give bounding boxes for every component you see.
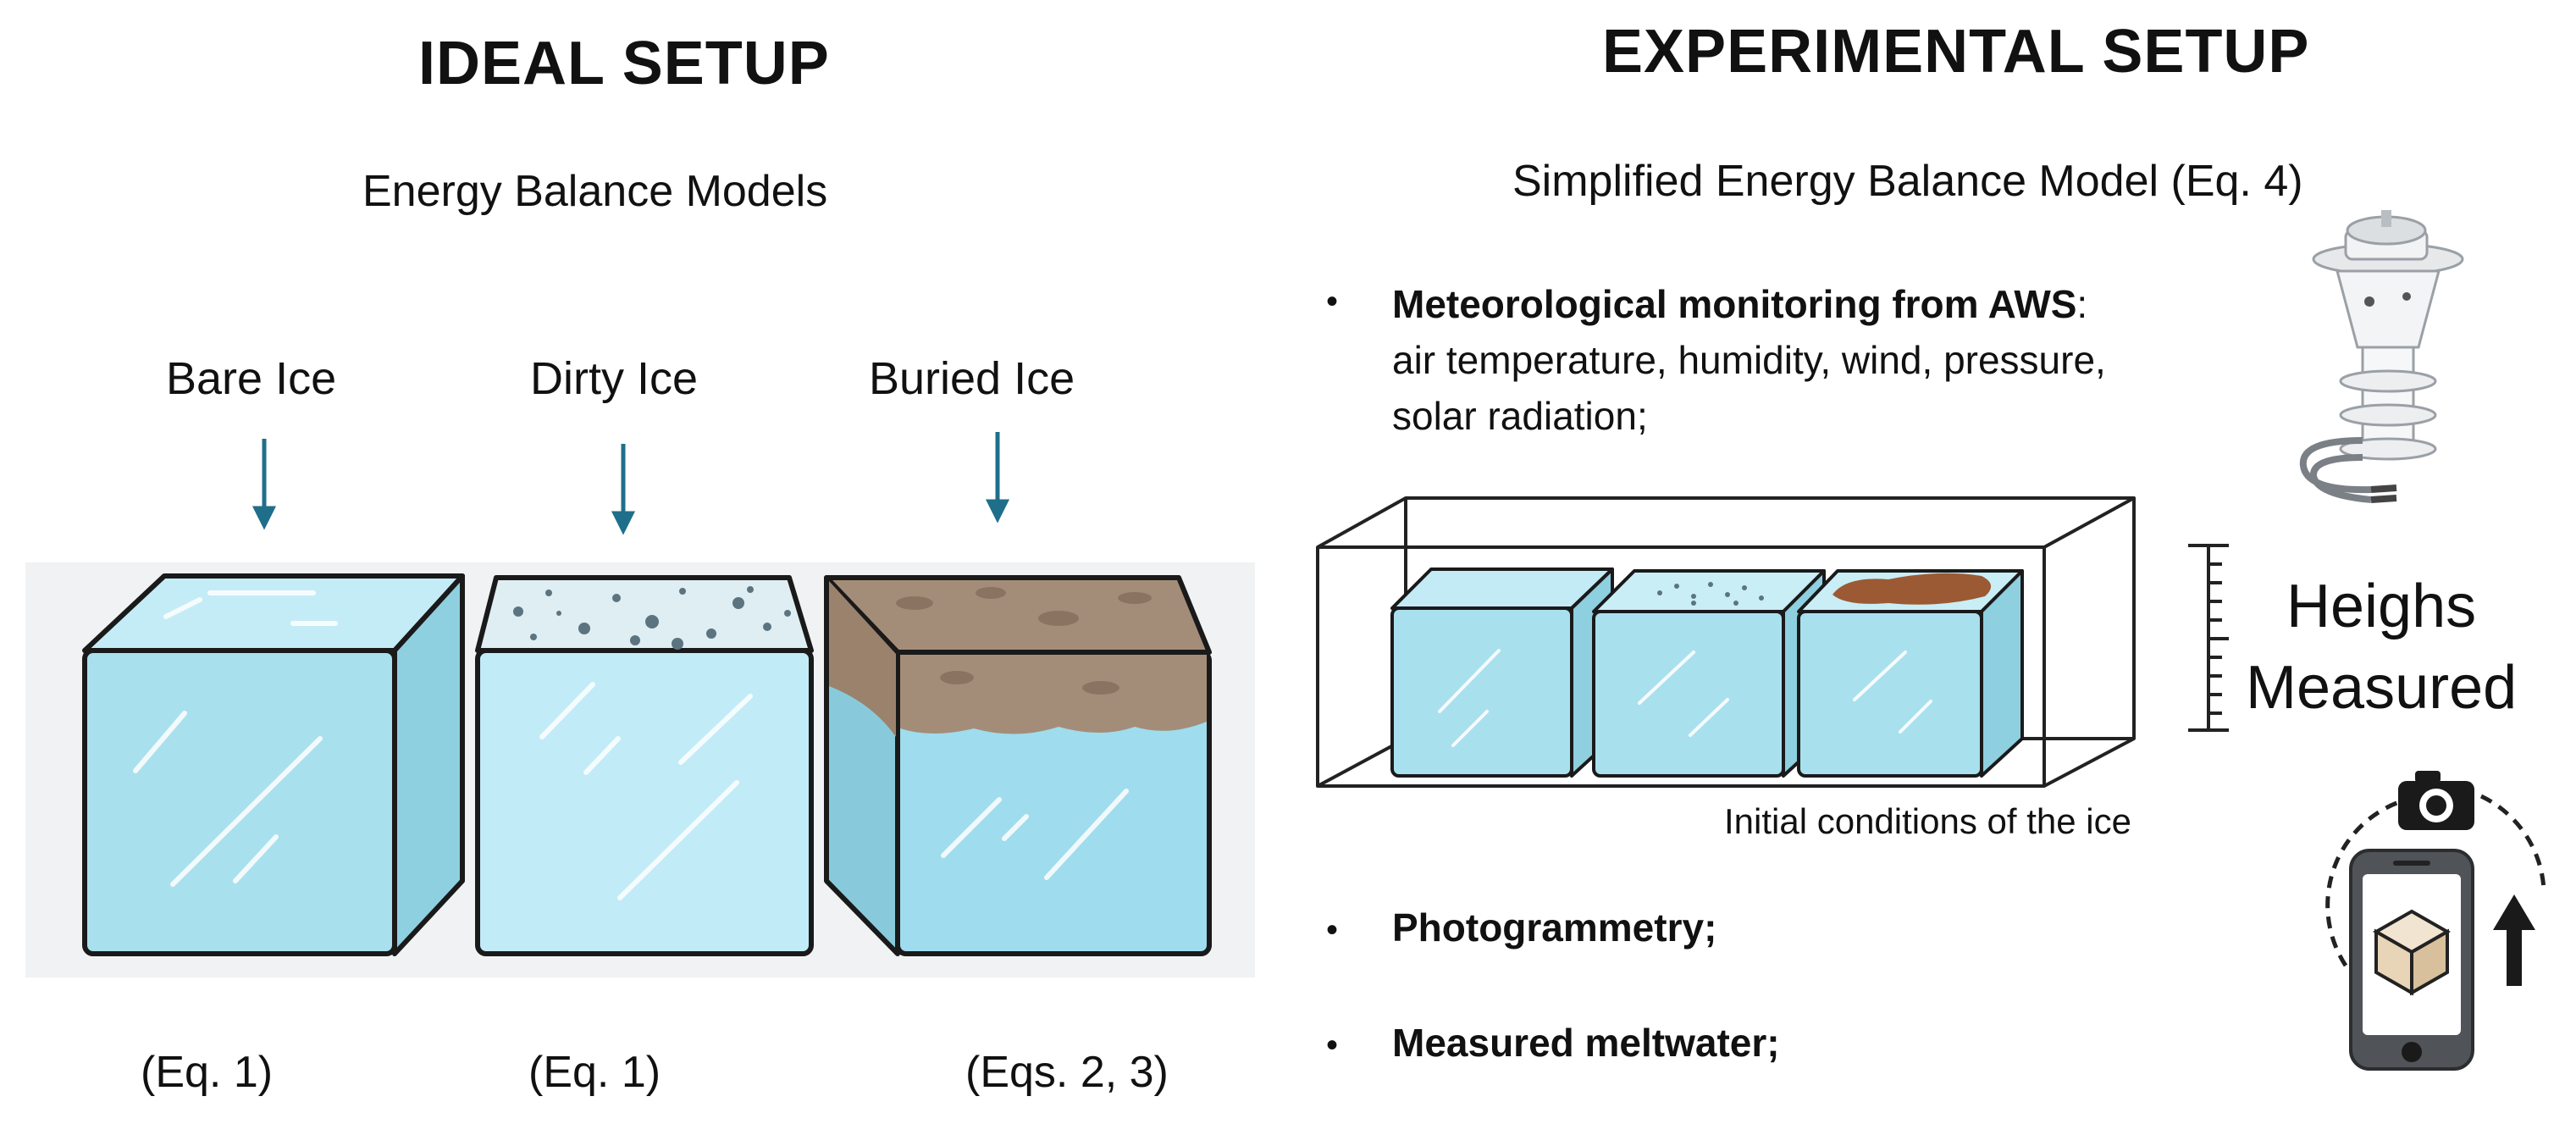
arrow-buried-ice [985, 432, 1010, 523]
weather-station-icon [2299, 210, 2464, 503]
heights-label-line2: Measured [2246, 654, 2518, 722]
dirt-particles [513, 586, 791, 650]
bullet-marker-2: • [1326, 911, 1339, 949]
bullet-aws-line1: air temperature, humidity, wind, pressur… [1392, 338, 2106, 382]
ice-block-dirty [1592, 569, 1826, 778]
initial-conditions-caption: Initial conditions of the ice [1724, 801, 2131, 841]
ideal-subtitle: Energy Balance Models [362, 167, 828, 216]
eq-buried-ice: (Eqs. 2, 3) [965, 1048, 1169, 1097]
experimental-title: EXPERIMENTAL SETUP [1602, 18, 2310, 86]
smartphone-photogrammetry-icon [2325, 794, 2546, 1071]
label-dirty-ice: Dirty Ice [530, 353, 699, 404]
dirty-ice-cube [475, 575, 814, 956]
bullet-photogrammetry: Photogrammetry; [1392, 905, 1717, 950]
bullet-marker-1: • [1326, 283, 1339, 320]
arrow-bare-ice [252, 439, 277, 530]
bullet-meltwater: Measured meltwater; [1392, 1021, 1780, 1065]
bullet-aws: Meteorological monitoring from AWS: air … [1392, 276, 2106, 444]
label-buried-ice: Buried Ice [869, 353, 1075, 404]
up-arrow-icon [2493, 894, 2535, 986]
ideal-title: IDEAL SETUP [418, 30, 830, 97]
eq-dirty-ice: (Eq. 1) [528, 1048, 661, 1097]
bullet-aws-heading: Meteorological monitoring from AWS [1392, 282, 2077, 326]
bullet-marker-3: • [1326, 1027, 1339, 1064]
bare-ice-cube [82, 573, 465, 956]
experimental-subtitle: Simplified Energy Balance Model (Eq. 4) [1512, 157, 2303, 206]
eq-bare-ice: (Eq. 1) [141, 1048, 274, 1097]
heights-measured-label: Heighs Measured [2246, 566, 2517, 728]
arrow-dirty-ice [611, 444, 636, 535]
label-bare-ice: Bare Ice [166, 353, 337, 404]
debris-layer [900, 655, 1207, 734]
bullet-aws-colon: : [2076, 282, 2088, 326]
heights-label-line1: Heighs [2286, 573, 2477, 640]
sediment-patch [1832, 573, 1992, 605]
camera-icon [2398, 771, 2474, 830]
height-scale-ruler [2188, 544, 2229, 732]
ice-block-bare [1390, 568, 1614, 778]
bullet-aws-line2: solar radiation; [1392, 394, 1648, 438]
